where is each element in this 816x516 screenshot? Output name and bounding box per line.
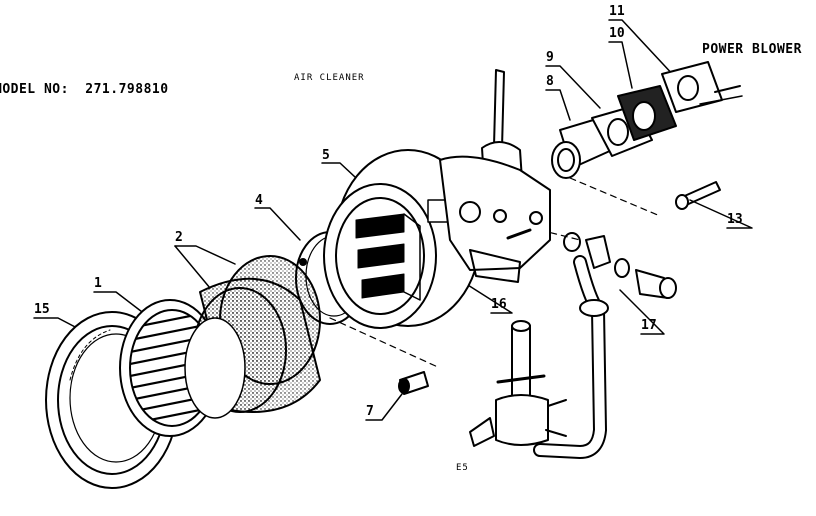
callout-2: 2 — [175, 230, 183, 245]
callout-10: 10 — [609, 26, 625, 41]
section-title: AIR CLEANER — [294, 73, 365, 83]
callout-8: 8 — [546, 74, 554, 89]
fittings-17 — [563, 232, 677, 299]
dashed-assembly-lines — [329, 177, 661, 369]
callout-9: 9 — [546, 50, 554, 65]
power-blower-label: POWER BLOWER — [702, 42, 802, 57]
callout-1: 1 — [94, 276, 102, 291]
page-code: E5 — [456, 463, 469, 473]
callout-15: 15 — [34, 302, 50, 317]
filter-elements-2 — [184, 255, 321, 419]
model-number: 271.798810 — [85, 82, 169, 97]
carburetor — [439, 69, 551, 283]
fitting-7 — [398, 371, 429, 395]
leader-lines — [33, 19, 753, 421]
screw-13 — [675, 181, 721, 210]
callout-4: 4 — [255, 193, 263, 208]
callout-7: 7 — [366, 404, 374, 419]
fuel-line-and-valve — [469, 255, 609, 459]
callout-5: 5 — [322, 148, 330, 163]
power-blower-pipe — [699, 95, 743, 105]
gasket-10 — [617, 85, 677, 141]
model-label: MODEL NO: 271.798810 — [0, 82, 169, 97]
callout-11: 11 — [609, 4, 625, 19]
